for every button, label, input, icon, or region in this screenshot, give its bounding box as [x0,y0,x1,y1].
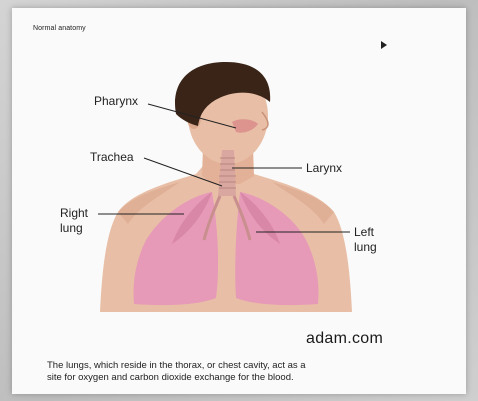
label-pharynx: Pharynx [94,94,138,109]
brand-logo: adam.com [306,330,383,348]
caption: The lungs, which reside in the thorax, o… [47,360,427,384]
label-left-lung-line1: Left [354,225,377,240]
label-trachea: Trachea [90,150,134,165]
label-right-lung: Right lung [60,206,88,236]
label-left-lung: Left lung [354,225,377,255]
label-larynx: Larynx [306,161,342,176]
label-right-lung-line2: lung [60,221,88,236]
label-right-lung-line1: Right [60,206,88,221]
caption-line-2: site for oxygen and carbon dioxide excha… [47,372,427,384]
caption-line-1: The lungs, which reside in the thorax, o… [47,360,427,372]
label-left-lung-line2: lung [354,240,377,255]
